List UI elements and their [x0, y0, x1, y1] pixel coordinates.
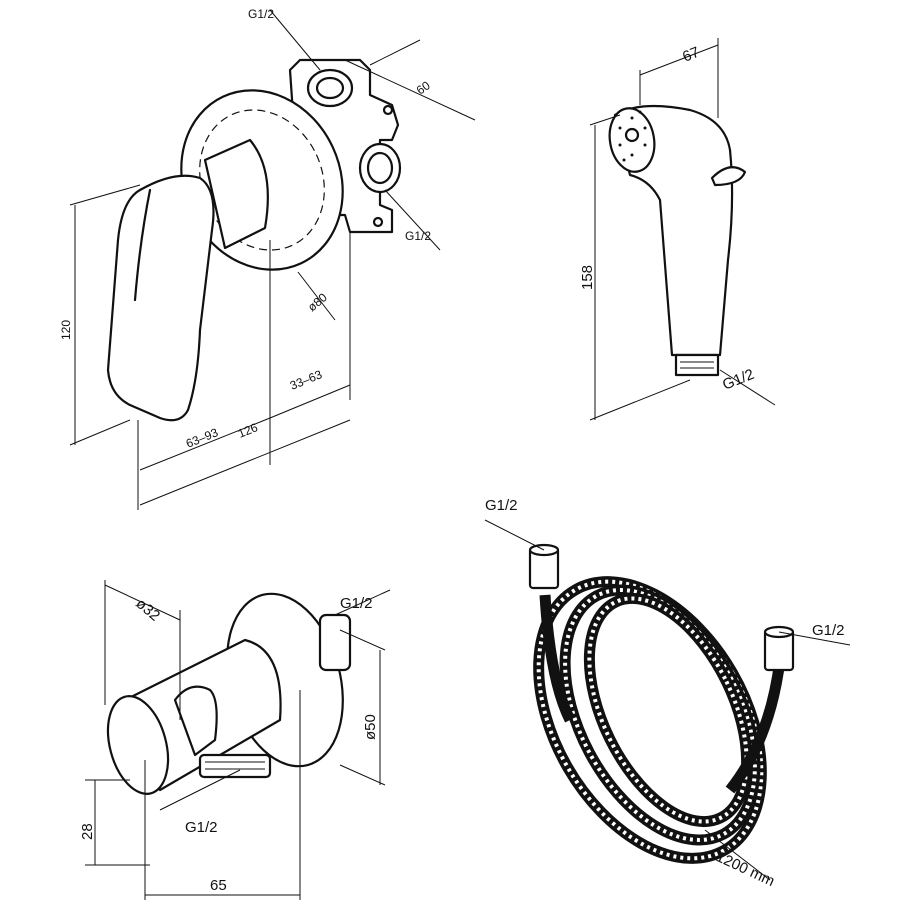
mixer-lever: [106, 174, 215, 422]
mixer-inlet-top-label: G1/2: [248, 7, 274, 21]
mixer-escutcheon-diameter-label: ø80: [305, 290, 330, 314]
mixer-height-label: 120: [59, 320, 73, 340]
hose-drawing: G1/2 G1/2 1200 mm: [484, 497, 851, 890]
connector-flange-diameter-label: ø50: [362, 714, 379, 740]
connector-length-label: 65: [210, 877, 227, 894]
hose-length-label: 1200 mm: [713, 848, 777, 890]
hand-shower-width-label: 67: [680, 44, 702, 66]
connector-thread-bottom-label: G1/2: [185, 819, 218, 836]
hose-thread-right-label: G1/2: [812, 622, 845, 639]
trigger: [710, 166, 747, 187]
connector-end: [106, 695, 170, 795]
thread-nut: [674, 353, 720, 377]
wall-connector-drawing: ø32 G1/2 ø50 28 G1/2 65: [79, 580, 391, 900]
connector-height-label: 28: [79, 823, 96, 840]
mixer-lever-reach-label: 63–93: [184, 425, 220, 451]
connector-thread-top-label: G1/2: [340, 595, 373, 612]
mixer-install-depth-label: 33–63: [288, 367, 324, 393]
mixer-drawing: G1/2 G1/2 60 ø80 120 63–93 126 33–63: [59, 7, 476, 510]
mixer-inlet-right-label: G1/2: [405, 229, 431, 243]
hand-shower-drawing: 67 158 G1/2: [579, 38, 776, 421]
mixer-depth-label: 60: [414, 78, 433, 97]
hose-thread-left-label: G1/2: [485, 497, 518, 514]
hand-shower-length-label: 158: [579, 265, 596, 290]
